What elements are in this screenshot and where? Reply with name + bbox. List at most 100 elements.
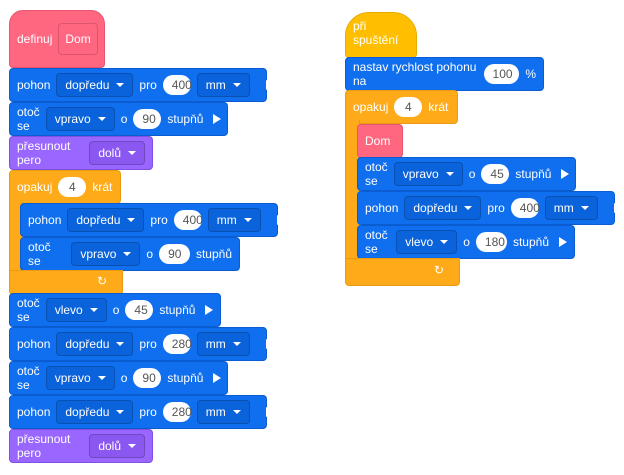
pen-dropdown[interactable]: dolů [89, 434, 145, 458]
label: o [146, 247, 154, 261]
label: pro [487, 201, 505, 215]
repeat-count-input[interactable]: 4 [58, 177, 87, 197]
label: pohon [17, 78, 51, 92]
degrees-input[interactable]: 90 [133, 368, 162, 388]
direction-dropdown[interactable]: vpravo [393, 162, 463, 186]
define-name[interactable]: Dom [58, 23, 98, 55]
distance-input[interactable]: 400 [510, 198, 540, 218]
repeat-count-input[interactable]: 4 [394, 97, 423, 117]
play-icon[interactable] [213, 373, 222, 383]
label: o [468, 167, 476, 181]
turn-block[interactable]: otoč se vlevo o 180 stupňů [357, 225, 575, 259]
label: stupňů [167, 112, 204, 126]
direction-dropdown[interactable]: dopředu [67, 208, 145, 232]
direction-dropdown[interactable]: vpravo [45, 107, 115, 131]
play-icon[interactable] [276, 215, 285, 225]
distance-input[interactable]: 280 [162, 402, 192, 422]
turn-block[interactable]: otoč se vpravo o 45 stupňů [357, 157, 576, 191]
direction-dropdown[interactable]: vpravo [71, 242, 141, 266]
label: pohon [365, 201, 399, 215]
drive-block[interactable]: pohon dopředu pro 400 mm [20, 203, 285, 237]
label: pro [139, 337, 157, 351]
hat-label: při spuštění [353, 19, 399, 47]
label: nastav rychlost pohonu na [353, 60, 477, 88]
unit-dropdown[interactable]: mm [196, 332, 250, 356]
label: otoč se [28, 240, 51, 268]
define-block[interactable]: definuj Dom [9, 10, 105, 68]
turn-block[interactable]: otoč se vpravo o 90 stupňů [9, 361, 228, 395]
repeat-bottom [345, 258, 460, 286]
label: přesunout pero [17, 432, 71, 460]
unit-dropdown[interactable]: mm [196, 400, 250, 424]
label: Dom [365, 134, 391, 148]
distance-input[interactable]: 400 [162, 75, 192, 95]
speed-input[interactable]: 100 [483, 64, 520, 84]
drive-block[interactable]: pohon dopředu pro 400 mm [9, 68, 274, 102]
label: opakuj [17, 180, 53, 194]
label: % [525, 67, 536, 81]
pen-block[interactable]: přesunout pero dolů [9, 136, 153, 170]
label: stupňů [515, 167, 552, 181]
direction-dropdown[interactable]: dopředu [56, 400, 134, 424]
when-started-hat[interactable]: při spuštění [345, 12, 417, 58]
direction-dropdown[interactable]: dopředu [404, 196, 482, 220]
label: pro [139, 405, 157, 419]
pen-block[interactable]: přesunout pero dolů [9, 429, 153, 463]
turn-block[interactable]: otoč se vpravo o 90 stupňů [20, 237, 240, 271]
degrees-input[interactable]: 180 [475, 232, 507, 252]
direction-dropdown[interactable]: vpravo [45, 366, 115, 390]
drive-block[interactable]: pohon dopředu pro 280 mm [9, 395, 274, 429]
degrees-input[interactable]: 45 [125, 300, 154, 320]
unit-dropdown[interactable]: mm [207, 208, 261, 232]
drive-block[interactable]: pohon dopředu pro 400 mm [357, 191, 622, 225]
unit-dropdown[interactable]: mm [196, 73, 250, 97]
label: otoč se [365, 228, 388, 256]
distance-input[interactable]: 280 [162, 334, 192, 354]
direction-dropdown[interactable]: dopředu [56, 332, 134, 356]
unit-dropdown[interactable]: mm [544, 196, 598, 220]
label: otoč se [365, 160, 388, 188]
degrees-input[interactable]: 90 [159, 244, 190, 264]
distance-input[interactable]: 400 [173, 210, 203, 230]
turn-block[interactable]: otoč se vpravo o 90 stupňů [9, 102, 228, 136]
label: opakuj [353, 100, 389, 114]
define-label: definuj [17, 32, 53, 46]
play-icon[interactable] [265, 80, 274, 90]
label: pro [150, 213, 168, 227]
loop-icon: ↻ [434, 263, 445, 277]
label: stupňů [159, 303, 196, 317]
repeat-block[interactable]: opakuj 4 krát [9, 170, 121, 204]
play-icon[interactable] [213, 114, 222, 124]
direction-dropdown[interactable]: vlevo [45, 298, 107, 322]
degrees-input[interactable]: 45 [481, 164, 510, 184]
play-icon[interactable] [561, 169, 570, 179]
label: o [120, 112, 128, 126]
loop-icon: ↻ [97, 274, 108, 288]
play-icon[interactable] [559, 237, 567, 247]
degrees-input[interactable]: 90 [133, 109, 162, 129]
label: přesunout pero [17, 139, 71, 167]
label: otoč se [17, 364, 40, 392]
label: o [120, 371, 128, 385]
pen-dropdown[interactable]: dolů [89, 141, 145, 165]
label: stupňů [167, 371, 204, 385]
label: o [463, 235, 470, 249]
label: stupňů [512, 235, 549, 249]
play-icon[interactable] [265, 339, 274, 349]
play-icon[interactable] [265, 407, 274, 417]
label: krát [428, 100, 449, 114]
direction-dropdown[interactable]: dopředu [56, 73, 134, 97]
call-dom-block[interactable]: Dom [357, 124, 403, 158]
label: otoč se [17, 105, 40, 133]
drive-block[interactable]: pohon dopředu pro 280 mm [9, 327, 274, 361]
play-icon[interactable] [205, 305, 214, 315]
repeat-block[interactable]: opakuj 4 krát [345, 90, 458, 124]
direction-dropdown[interactable]: vlevo [396, 230, 458, 254]
label: krát [92, 180, 113, 194]
set-speed-block[interactable]: nastav rychlost pohonu na 100 % [345, 57, 544, 91]
label: otoč se [17, 296, 40, 324]
play-icon[interactable] [613, 203, 622, 213]
label: pro [139, 78, 157, 92]
label: pohon [28, 213, 62, 227]
turn-block[interactable]: otoč se vlevo o 45 stupňů [9, 293, 221, 327]
